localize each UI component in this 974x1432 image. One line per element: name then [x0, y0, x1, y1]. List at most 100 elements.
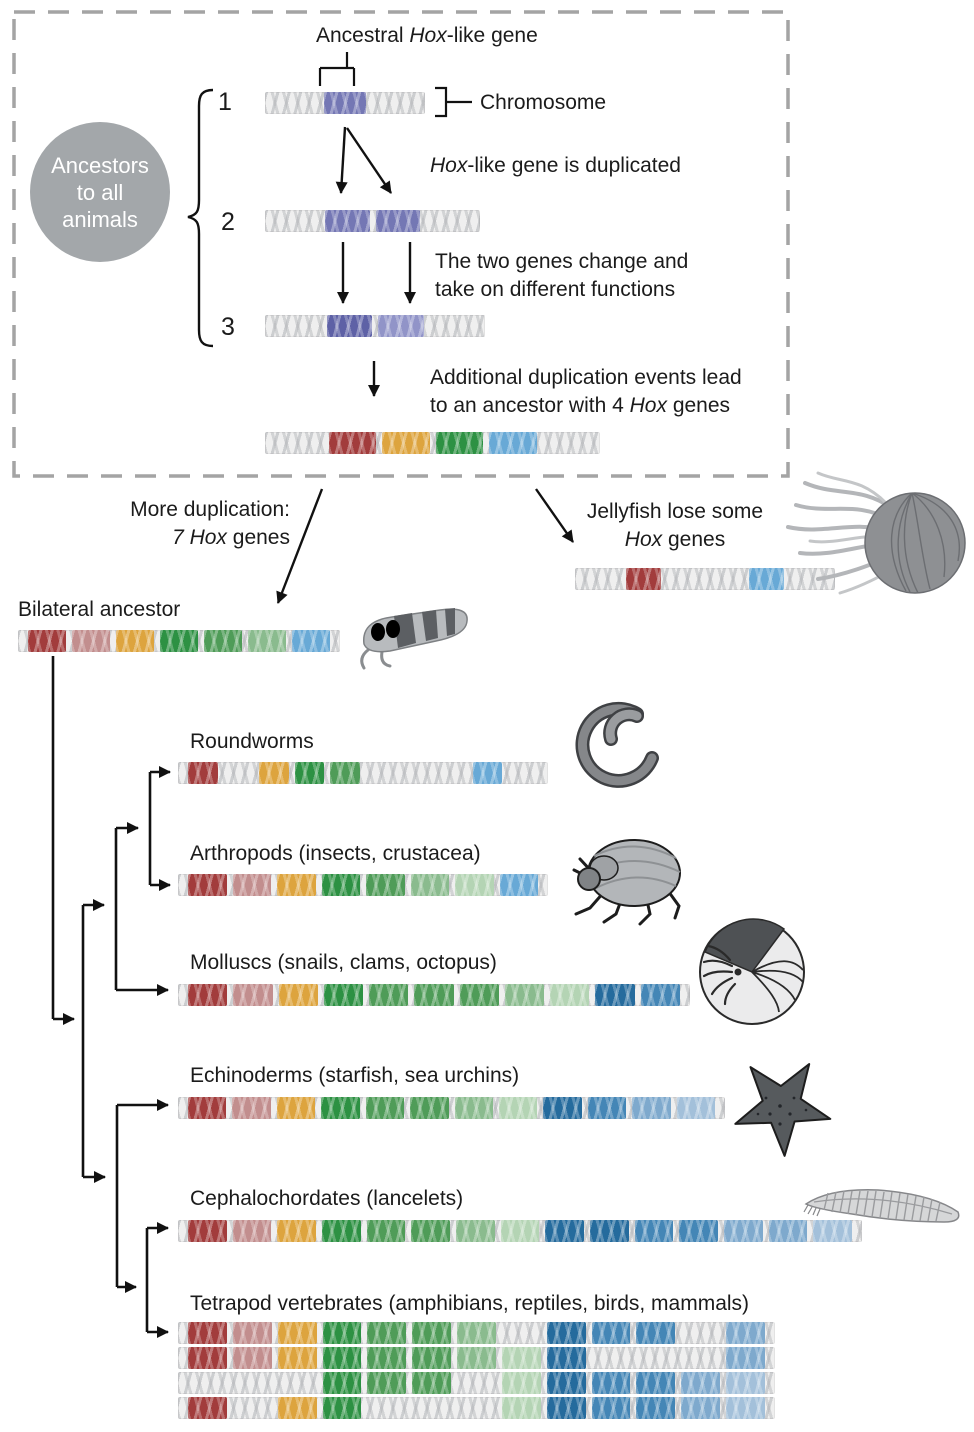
- hox-gene-purpleLight: [378, 315, 424, 337]
- hox-gene-blue1: [590, 1220, 629, 1242]
- additional-duplication-label: Additional duplication events lead to an…: [430, 366, 742, 417]
- chromosome-empty-segment: [636, 1347, 675, 1369]
- chromosome-empty-segment: [708, 568, 743, 590]
- ancestors-circle-line3: animals: [62, 206, 138, 232]
- hox-gene-green1: [322, 1322, 362, 1344]
- hox-gene-green3: [248, 630, 286, 652]
- starfish-illustration: [734, 1063, 832, 1157]
- hox-gene-green3: [410, 874, 449, 896]
- bilateral-ancestor-chromosome: [18, 630, 340, 652]
- hox-gene-green2: [411, 1220, 451, 1242]
- row-number-3: 3: [221, 313, 235, 341]
- roundworms-label: Roundworms: [190, 730, 314, 753]
- hox-gene-blue2: [587, 1097, 627, 1119]
- chromosome-empty-segment: [592, 1347, 631, 1369]
- cephalochordates-chromosome: [178, 1220, 862, 1242]
- hox-gene-blue3: [632, 1097, 671, 1119]
- hox-gene-purple: [325, 210, 370, 232]
- chromosome-empty-segment: [457, 1372, 496, 1394]
- chromosome-bracket: [435, 86, 472, 118]
- chromosome-empty-segment: [437, 762, 467, 784]
- hox-gene-green4: [501, 1397, 541, 1419]
- chromosome-empty-segment: [224, 762, 254, 784]
- hox-gene-green1: [294, 762, 325, 784]
- rows-brace: [187, 88, 214, 348]
- tetrapod-chromosome-a: [178, 1322, 775, 1344]
- hox-gene-blue2: [636, 1372, 676, 1394]
- hox-gene-blue3: [726, 1322, 765, 1344]
- hox-gene-red: [188, 1347, 227, 1369]
- hox-gene-green2: [410, 1097, 449, 1119]
- chromosome-empty-segment: [502, 1322, 541, 1344]
- chromosome-empty-segment: [188, 1372, 227, 1394]
- cephalochordates-label: Cephalochordates (lancelets): [190, 1187, 464, 1210]
- hox-gene-red: [188, 984, 228, 1006]
- chromosome-empty-segment: [366, 762, 396, 784]
- hox-gene-gold: [277, 874, 316, 896]
- hox-gene-blue2: [591, 1372, 631, 1394]
- hox-gene-green1: [321, 1097, 360, 1119]
- row-number-1: 1: [218, 88, 232, 116]
- hox-gene-green1: [323, 984, 364, 1006]
- hox-gene-green2: [412, 1347, 452, 1369]
- hox-gene-red: [188, 1220, 227, 1242]
- hox-gene-green1: [322, 1397, 362, 1419]
- jellyfish-label: Jellyfish lose some Hox genes: [586, 500, 764, 551]
- nautilus-illustration: [699, 918, 805, 1025]
- tetrapod-chromosome-b: [178, 1347, 775, 1369]
- hox-gene-rose: [72, 630, 110, 652]
- hox-gene-blue4: [726, 1397, 765, 1419]
- hox-gene-blue1: [546, 1397, 586, 1419]
- hox-gene-rose: [232, 1347, 272, 1369]
- hox-gene-skyblue: [472, 762, 503, 784]
- chromosome-empty-segment: [457, 1397, 496, 1419]
- ancestral-gene-bracket: [318, 52, 356, 86]
- chromosome-empty-segment: [275, 315, 321, 337]
- hox-gene-green1: [322, 1347, 362, 1369]
- hox-gene-green1: [435, 432, 483, 454]
- hox-gene-blue2: [636, 1397, 676, 1419]
- ancestors-circle-line1: Ancestors: [51, 152, 149, 178]
- hox-gene-green2: [204, 630, 242, 652]
- ancestors-circle: Ancestors to all animals: [30, 122, 170, 262]
- hox-gene-blue3: [724, 1220, 763, 1242]
- chromosome-empty-segment: [585, 568, 620, 590]
- chromosome-empty-segment: [233, 1397, 272, 1419]
- hox-gene-green2: [369, 984, 409, 1006]
- hox-gene-blue4: [726, 1372, 765, 1394]
- lancelet-illustration: [803, 1189, 960, 1223]
- hox-gene-green2: [412, 1372, 452, 1394]
- echinoderms-chromosome: [178, 1097, 725, 1119]
- hox-gene-green4: [498, 1097, 538, 1119]
- chromosome-empty-segment: [412, 1397, 451, 1419]
- hox-gene-skyblue: [489, 432, 537, 454]
- hox-gene-gold: [278, 984, 318, 1006]
- hox-gene-red: [328, 432, 376, 454]
- hox-gene-gold: [277, 1397, 317, 1419]
- more-duplication-label: More duplication: 7 Hox genes: [130, 498, 290, 549]
- molluscs-chromosome: [178, 984, 690, 1006]
- hox-gene-blue2: [634, 1220, 674, 1242]
- chromosome-empty-segment: [681, 1347, 720, 1369]
- hox-gene-rose: [232, 1097, 271, 1119]
- hox-gene-gold: [259, 762, 289, 784]
- hox-gene-blue2: [591, 1322, 631, 1344]
- hox-gene-blue3: [768, 1220, 808, 1242]
- chromosome-empty-segment: [508, 762, 538, 784]
- hox-gene-green2: [412, 1322, 452, 1344]
- chromosome-empty-segment: [275, 210, 319, 232]
- hox-gene-red: [188, 762, 218, 784]
- hox-gene-green2: [366, 1220, 406, 1242]
- hox-gene-green4: [500, 1220, 540, 1242]
- hox-gene-rose: [232, 874, 271, 896]
- tetrapods-label: Tetrapod vertebrates (amphibians, reptil…: [190, 1292, 750, 1315]
- hox-gene-rose: [232, 1322, 272, 1344]
- chromosome-empty-segment: [430, 315, 476, 337]
- hox-gene-skyblue: [749, 568, 784, 590]
- hox-gene-blue1: [546, 1347, 586, 1369]
- hox-gene-green3: [456, 1220, 495, 1242]
- hox-gene-blue1: [546, 1322, 586, 1344]
- hox-gene-blue2: [591, 1397, 631, 1419]
- hox-gene-green2: [330, 762, 360, 784]
